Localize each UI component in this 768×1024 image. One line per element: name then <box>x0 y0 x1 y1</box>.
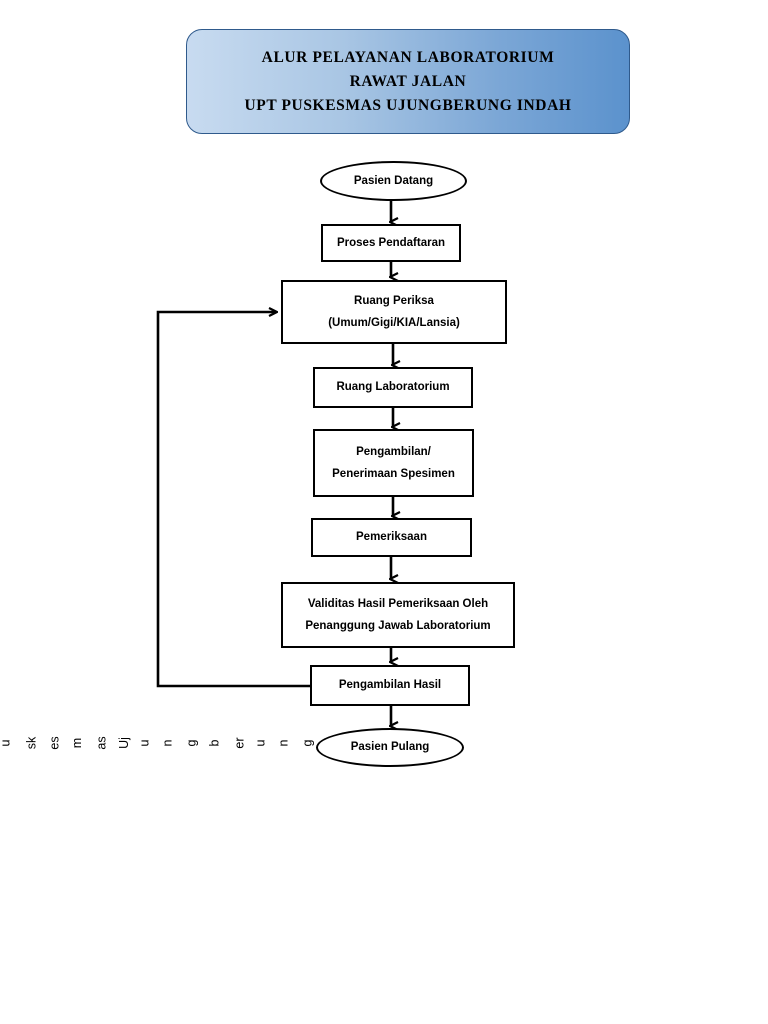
node-label: Ruang Laboratorium <box>336 381 450 394</box>
footer-rotated-glyph: g <box>300 739 315 747</box>
footer-rotated-glyph: n <box>160 739 175 747</box>
node-pengambilan-hasil[interactable]: Pengambilan Hasil <box>310 665 470 706</box>
node-label-line-1: Validitas Hasil Pemeriksaan Oleh <box>307 597 489 610</box>
diagram-title-banner: ALUR PELAYANAN LABORATORIUM RAWAT JALAN … <box>186 29 630 134</box>
title-line-1: ALUR PELAYANAN LABORATORIUM <box>261 48 555 66</box>
title-line-3: UPT PUSKESMAS UJUNGBERUNG INDAH <box>244 96 572 114</box>
footer-rotated-glyph: n <box>276 739 291 747</box>
footer-rotated-glyph: as <box>94 736 109 750</box>
footer-rotated-glyph: er <box>232 737 247 749</box>
footer-rotated-text: uskesmasUjungberung <box>0 722 330 772</box>
node-label-line-2: Penerimaan Spesimen <box>332 468 455 480</box>
node-label: Pasien Pulang <box>350 741 430 754</box>
node-pasien-datang[interactable]: Pasien Datang <box>320 161 467 201</box>
node-ruang-laboratorium[interactable]: Ruang Laboratorium <box>313 367 473 408</box>
node-pengambilan-spesimen[interactable]: Pengambilan/ Penerimaan Spesimen <box>313 429 474 497</box>
node-label-line-2: (Umum/Gigi/KIA/Lansia) <box>328 317 460 329</box>
footer-rotated-glyph: g <box>184 739 199 747</box>
node-validitas-hasil[interactable]: Validitas Hasil Pemeriksaan Oleh Penangg… <box>281 582 515 648</box>
node-label-line-2: Penanggung Jawab Laboratorium <box>305 620 491 632</box>
footer-rotated-glyph: Uj <box>116 737 131 749</box>
node-label: Pemeriksaan <box>356 531 427 544</box>
node-label: Proses Pendaftaran <box>336 236 445 249</box>
node-label-line-1: Ruang Periksa <box>354 294 434 307</box>
node-label: Pengambilan Hasil <box>338 679 442 692</box>
footer-rotated-glyph: m <box>69 737 84 749</box>
node-label: Pasien Datang <box>353 174 434 187</box>
footer-rotated-glyph: u <box>253 739 268 747</box>
node-pemeriksaan[interactable]: Pemeriksaan <box>311 518 472 557</box>
node-proses-pendaftaran[interactable]: Proses Pendaftaran <box>321 224 461 262</box>
footer-rotated-glyph: sk <box>24 736 39 750</box>
node-ruang-periksa[interactable]: Ruang Periksa (Umum/Gigi/KIA/Lansia) <box>281 280 507 344</box>
footer-rotated-glyph: u <box>0 740 12 747</box>
node-label-line-1: Pengambilan/ <box>356 445 431 458</box>
footer-rotated-glyph: u <box>137 739 152 747</box>
footer-rotated-glyph: b <box>207 739 222 747</box>
title-line-2: RAWAT JALAN <box>349 72 467 90</box>
node-pasien-pulang[interactable]: Pasien Pulang <box>316 728 464 767</box>
footer-rotated-glyph: es <box>47 736 62 750</box>
